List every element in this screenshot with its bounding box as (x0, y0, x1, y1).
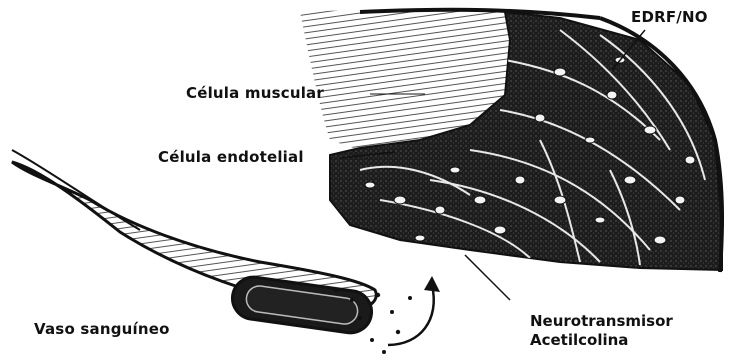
release-arrow (388, 285, 434, 345)
neurotransmitter-label: Neurotransmisor (530, 312, 673, 331)
blood-vessel-label: Vaso sanguíneo (34, 320, 170, 338)
acetylcholine-label: Acetilcolina (530, 331, 673, 350)
endothelial-cell-label: Célula endotelial (158, 148, 304, 166)
neurotransmitter-label-group: Neurotransmisor Acetilcolina (530, 312, 673, 350)
edrf-no-label: EDRF/NO (631, 8, 708, 26)
muscle-cell-label: Célula muscular (186, 84, 324, 102)
